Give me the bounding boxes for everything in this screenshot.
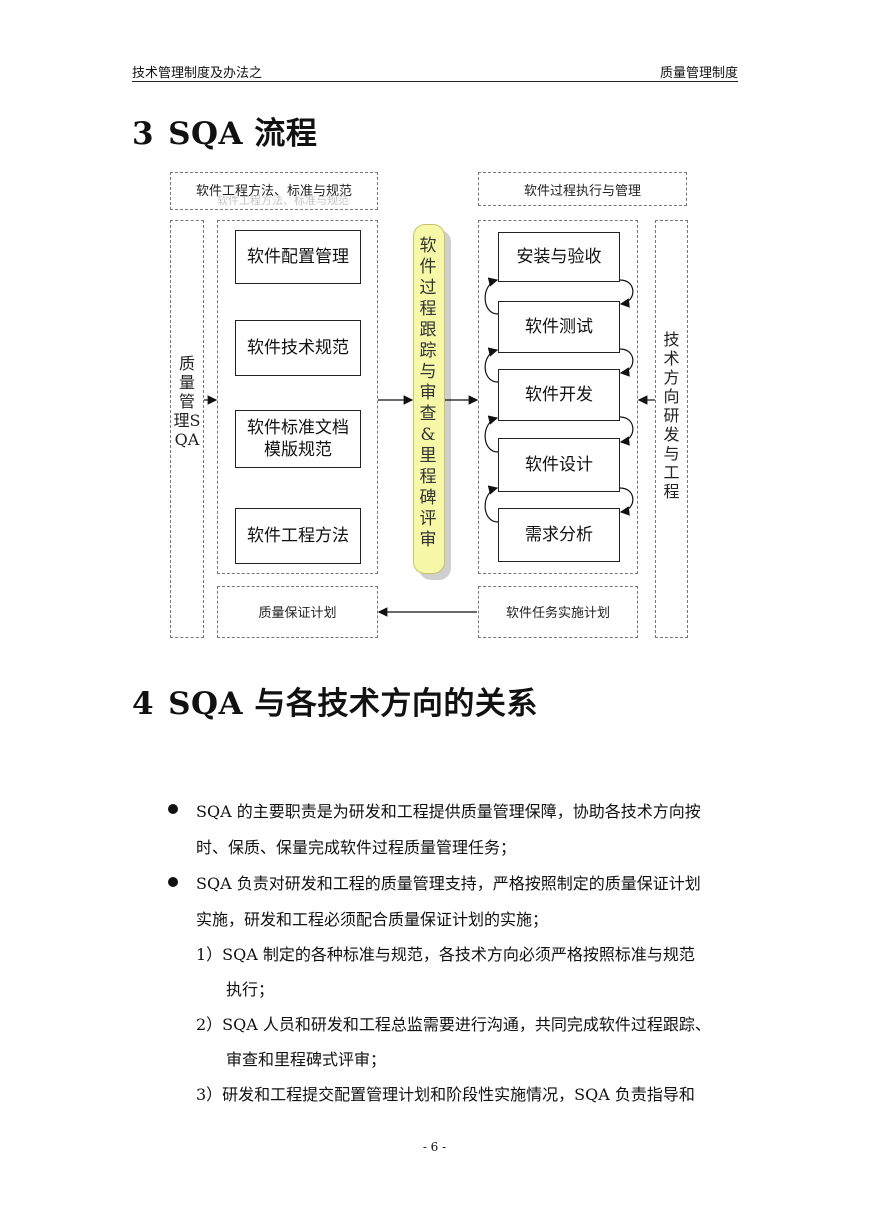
tech-direction-vertical-box <box>655 220 688 638</box>
section-4-number: 4 <box>132 686 155 722</box>
section-3-heading: 3 SQA 流程 <box>132 108 317 153</box>
section-4-heading: 4 SQA 与各技术方向的关系 <box>132 678 538 723</box>
tracking-review-pill <box>413 224 445 574</box>
methods-standards-header-box <box>170 172 378 210</box>
standards-group-box <box>217 220 378 574</box>
process-execution-label: 软件过程执行与管理 <box>523 184 641 199</box>
process-execution-header-box <box>478 172 687 206</box>
software-dev-box: 软件开发 <box>498 369 620 421</box>
software-design-box: 软件设计 <box>498 438 620 492</box>
task-plan-box <box>478 586 638 638</box>
software-test-box: 软件测试 <box>498 301 620 353</box>
bullet-1-line-1: SQA 的主要职责是为研发和工程提供质量管理保障，协助各技术方向按 <box>196 802 701 821</box>
sqa-vertical-box <box>170 220 204 638</box>
tech-spec-box: 软件技术规范 <box>235 320 361 376</box>
header-rule <box>132 81 738 82</box>
section-3-title: SQA 流程 <box>168 116 318 152</box>
tracking-review-label: 软件过程跟踪与审查&里程碑评审 <box>419 236 437 550</box>
task-plan-label: 软件任务实施计划 <box>505 606 610 621</box>
sub-item-3-line-1: 3）研发和工程提交配置管理计划和阶段性实施情况，SQA 负责指导和 <box>196 1085 695 1104</box>
section-3-number: 3 <box>132 116 155 152</box>
sub-item-2-line-2: 审查和里程碑式评审； <box>226 1050 387 1069</box>
tech-direction-vertical-label: 技术方向研发与工程 <box>663 330 680 501</box>
sub-item-1-line-1: 1）SQA 制定的各种标准与规范，各技术方向必须严格按照标准与规范 <box>196 945 695 964</box>
bullet-dot-1 <box>168 804 178 814</box>
methods-standards-label: 软件工程方法、标准与规范 <box>195 184 352 199</box>
engineering-methods-box: 软件工程方法 <box>235 508 361 564</box>
running-header-left: 技术管理制度及办法之 <box>132 66 263 81</box>
doc-template-box: 软件标准文档模版规范 <box>235 410 361 468</box>
bullet-2-line-2: 实施，研发和工程必须配合质量保证计划的实施； <box>196 910 549 929</box>
sqa-vertical-label: 质量管理SQA <box>173 354 201 449</box>
bullet-2-line-1: SQA 负责对研发和工程的质量管理支持，严格按照制定的质量保证计划 <box>196 874 701 893</box>
bullet-1-line-2: 时、保质、保量完成软件过程质量管理任务； <box>196 838 517 857</box>
bullet-dot-2 <box>168 877 178 887</box>
sub-item-2-line-1: 2）SQA 人员和研发和工程总监需要进行沟通，共同完成软件过程跟踪、 <box>196 1015 711 1034</box>
diagram-connectors <box>204 277 655 617</box>
methods-standards-ghost-label: 软件工程方法、标准与规范 <box>217 194 349 207</box>
qa-plan-label: 质量保证计划 <box>258 606 337 621</box>
page-number: - 6 - <box>422 1140 447 1154</box>
section-4-title: SQA 与各技术方向的关系 <box>168 686 538 722</box>
sqa-process-diagram: 软件工程方法、标准与规范 软件工程方法、标准与规范 软件过程执行与管理 质量管理… <box>165 168 695 643</box>
install-acceptance-box: 安装与验收 <box>498 232 620 282</box>
requirements-box: 需求分析 <box>498 508 620 562</box>
sub-item-1-line-2: 执行； <box>226 980 275 999</box>
running-header-right: 质量管理制度 <box>659 66 738 81</box>
execution-group-box <box>478 220 638 574</box>
config-management-box: 软件配置管理 <box>235 230 361 284</box>
qa-plan-box <box>217 586 378 638</box>
